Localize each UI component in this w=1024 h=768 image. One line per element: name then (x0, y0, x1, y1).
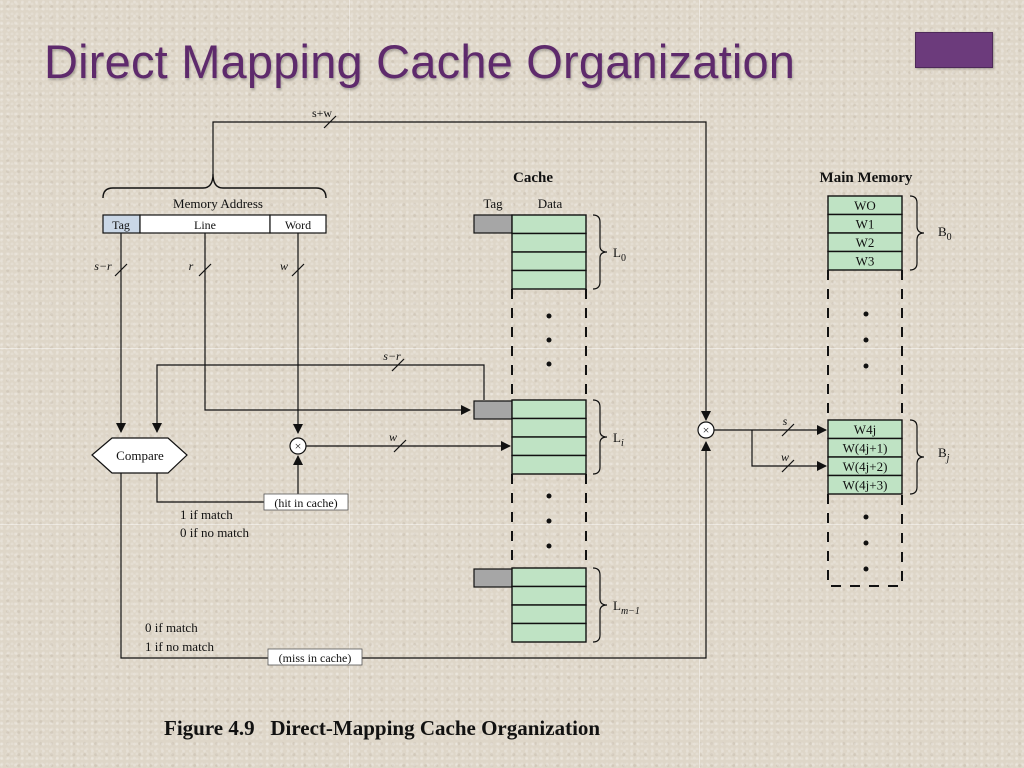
miss-label-box (267, 648, 363, 666)
cache-line-0: L0 (473, 214, 626, 290)
cache-title: Cache (513, 170, 553, 186)
memory-word: W(4j+2) (843, 459, 888, 474)
cache-ellipsis (546, 313, 552, 549)
word-select-multiplier-symbol: × (295, 439, 302, 453)
title-accent-box (915, 32, 993, 68)
cache-line-m-1: Lm−1 (473, 567, 640, 643)
memory-address-brace (102, 173, 327, 199)
memory-dashed-border (827, 494, 903, 587)
memory-block-0: WO W1 W2 W3 B0 (827, 195, 952, 271)
address-bus-line (212, 121, 711, 421)
cache-line-0-label: L0 (613, 245, 626, 264)
cache-line-i: Li (473, 399, 624, 475)
hit-label: (hit in cache) (274, 496, 337, 510)
slide-title: Direct Mapping Cache Organization (44, 35, 796, 88)
memory-word: WO (854, 198, 876, 213)
memory-word: W(4j+3) (843, 478, 888, 493)
guide-line (349, 0, 350, 768)
memory-word: W4j (854, 422, 876, 437)
bus-slash (114, 263, 128, 277)
figure-caption: Figure 4.9 Direct-Mapping Cache Organiza… (164, 716, 601, 740)
hit-outcome-match: 1 if match (180, 507, 233, 522)
bus-slash (323, 115, 337, 129)
memory-select-w-label: w (781, 450, 789, 464)
cache-data-header: Data (538, 196, 563, 211)
memory-select-s-label: s (783, 414, 788, 428)
tag-width-label: s−r (94, 259, 112, 273)
memory-ellipsis (863, 311, 869, 572)
guide-line (0, 524, 1024, 525)
memory-word: W2 (856, 235, 875, 250)
line-bus-line (204, 233, 471, 415)
compare-unit (91, 437, 188, 474)
address-line-label: Line (194, 218, 216, 232)
bus-slash (781, 423, 795, 437)
miss-outcome-no-match: 1 if no match (145, 639, 214, 654)
bus-slash (393, 439, 407, 453)
miss-outcome-match: 0 if match (145, 620, 198, 635)
cache-line-m-1-label: Lm−1 (613, 598, 640, 617)
hit-label-box (263, 493, 349, 511)
memory-block-0-label: B0 (938, 224, 952, 243)
memory-word: W3 (856, 254, 875, 269)
memory-block-j-label: Bj (938, 445, 950, 464)
word-width-label: w (280, 259, 288, 273)
miss-signal-line (120, 441, 711, 659)
bus-slash (198, 263, 212, 277)
memory-word: W(4j+1) (843, 441, 888, 456)
compare-label: Compare (116, 448, 164, 463)
hit-signal-line (156, 455, 303, 503)
cache-line-i-label: Li (613, 430, 624, 449)
tag-feedback-width-label: s−r (383, 349, 401, 363)
cache-tag-header: Tag (483, 196, 503, 211)
miss-label: (miss in cache) (279, 651, 352, 665)
guide-line (699, 0, 700, 768)
bus-slash (291, 263, 305, 277)
memory-select-multiplier-symbol: × (703, 423, 710, 437)
memory-select-w-line (751, 430, 827, 471)
memory-word: W1 (856, 217, 875, 232)
memory-block-j: W4j W(4j+1) W(4j+2) W(4j+3) Bj (827, 419, 950, 495)
tag-feedback-line (152, 364, 485, 433)
word-select-width-label: w (389, 430, 397, 444)
hit-outcome-no-match: 0 if no match (180, 525, 249, 540)
bus-slash (781, 459, 795, 473)
bus-slash (391, 358, 405, 372)
address-bus-width-label: s+w (312, 106, 332, 120)
line-width-label: r (189, 259, 194, 273)
memory-address-label: Memory Address (173, 196, 263, 211)
main-memory-title: Main Memory (820, 170, 913, 186)
address-tag-label: Tag (112, 218, 130, 232)
address-word-label: Word (285, 218, 311, 232)
